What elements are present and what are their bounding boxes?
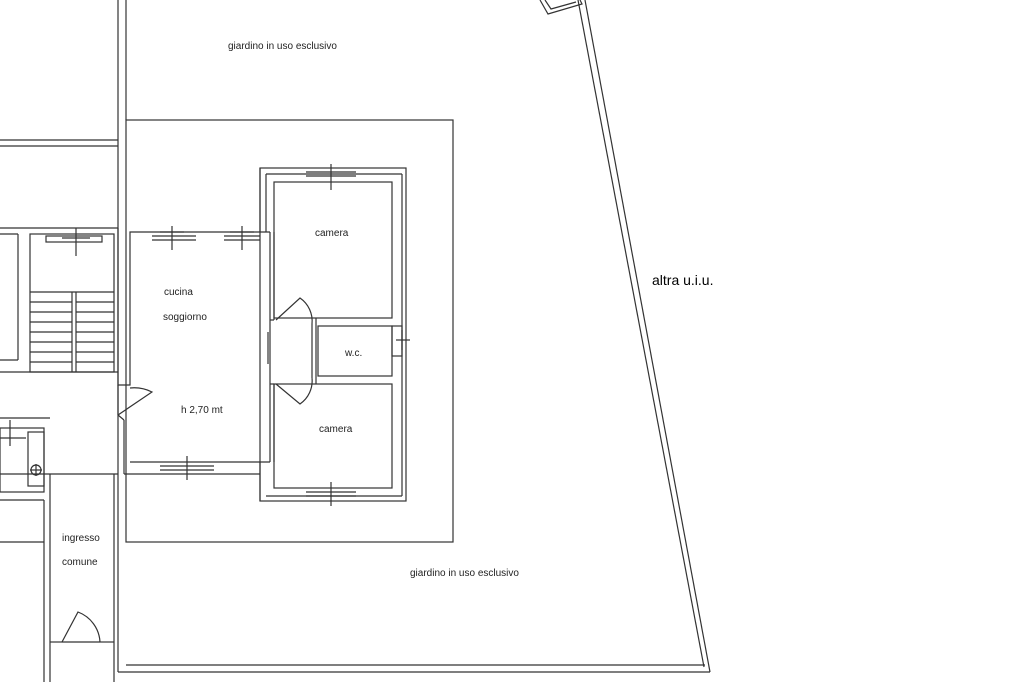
garden-top-label: giardino in uso esclusivo — [228, 41, 337, 52]
bedroom-top-label: camera — [315, 228, 349, 239]
wc-label: w.c. — [344, 348, 362, 359]
other-unit-label: altra u.i.u. — [652, 272, 713, 288]
garden-bottom-label: giardino in uso esclusivo — [410, 568, 519, 579]
entrance-label-line1: ingresso — [62, 533, 100, 544]
plan-walls — [0, 0, 711, 682]
entrance-label-line2: comune — [62, 557, 98, 568]
kitchen-label: cucina — [164, 287, 193, 298]
living-label: soggiorno — [163, 312, 207, 323]
height-label: h 2,70 mt — [181, 405, 223, 416]
bedroom-bottom-label: camera — [319, 424, 353, 435]
